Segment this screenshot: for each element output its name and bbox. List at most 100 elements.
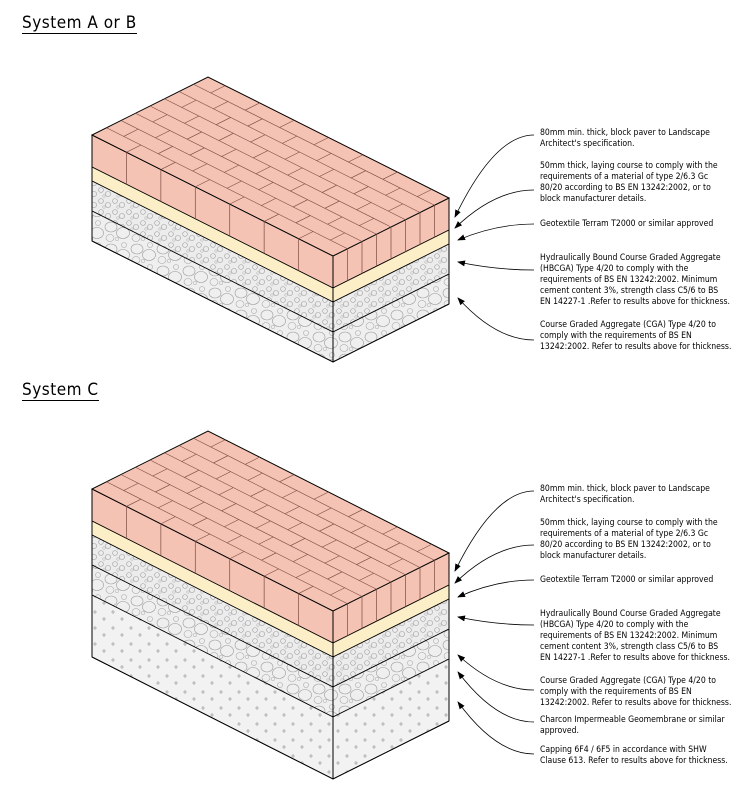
system-c-block-joint-line <box>282 490 297 499</box>
system-c-block-joint-line <box>152 468 168 477</box>
system-ab-block-joint-line <box>258 182 274 190</box>
system-ab-block-joint-line <box>327 216 343 225</box>
system-c-block <box>90 430 451 780</box>
system-c-block-joint-line <box>250 488 266 497</box>
system-ab-block-joint-line <box>319 169 335 177</box>
system-ab-block-joint-line <box>226 180 242 189</box>
system-ab-block-joint-line <box>229 196 245 205</box>
system-ab-block-joint-line <box>192 163 208 172</box>
system-ab-block-joint-line <box>282 135 297 144</box>
system-c-block-joint-line <box>155 484 171 493</box>
system-ab-block-joint-line <box>388 203 403 212</box>
system-ab-block-joint-line <box>322 184 337 193</box>
leader-ab-geotextile <box>457 223 535 241</box>
system-c-block-joint-line <box>184 469 200 478</box>
system-c-block-joint-line <box>253 504 268 513</box>
leader-c-geotextile <box>457 579 535 598</box>
system-c-block-joint-line <box>126 498 142 507</box>
system-c-block-joint-line <box>245 456 260 465</box>
system-c-block-joint-line <box>216 471 231 480</box>
system-ab-block-joint-line <box>284 151 300 160</box>
system-ab-block-joint-line <box>293 199 308 208</box>
system-c-block-joint-line <box>284 506 300 515</box>
note-c-laying-course: 50mm thick, laying course to comply with… <box>540 518 718 561</box>
note-ab-hbcga: Hydraulically Bound Course Graded Aggreg… <box>540 253 730 307</box>
system-ab-block-joint-line <box>224 164 239 173</box>
note-c-hbcga: Hydraulically Bound Course Graded Aggreg… <box>540 609 730 663</box>
system-ab-block-joint-line <box>385 187 401 196</box>
system-c-block-joint-line <box>221 503 237 512</box>
system-ab-block-joint-line <box>181 99 197 108</box>
system-c-block-joint-line <box>330 587 345 596</box>
system-ab-block-joint-line <box>356 202 372 210</box>
system-ab-block-joint-line <box>245 102 260 111</box>
system-ab-block-joint-line <box>316 153 332 161</box>
system-c-block-joint-line <box>382 526 398 535</box>
system-ab-block-joint-line <box>195 179 210 188</box>
system-c-block-joint-line <box>187 485 202 494</box>
system-ab-block-joint-line <box>295 215 311 224</box>
system-ab-block-joint-line <box>218 133 234 141</box>
system-c-block-joint-line <box>313 491 329 500</box>
leader-ab-cga <box>457 297 535 341</box>
system-c-block-joint-line <box>123 482 139 491</box>
system-ab-block-joint-line <box>417 189 432 197</box>
leader-ab-hbcga <box>457 260 535 271</box>
system-c-title: System C <box>22 380 99 401</box>
system-ab-block-joint-line <box>255 166 271 175</box>
system-ab-block-joint-line <box>290 183 306 192</box>
system-c-block-joint-line <box>195 533 210 542</box>
system-ab-block-base-edge <box>91 240 450 363</box>
system-c-block-joint-line <box>247 472 263 481</box>
note-ab-laying-course: 50mm thick, laying course to comply with… <box>540 161 718 204</box>
system-ab-block-joint-line <box>359 218 374 226</box>
system-c-block-joint-line <box>295 570 311 578</box>
system-ab-block-joint-line <box>247 118 263 127</box>
system-ab-block-joint-line <box>330 232 345 241</box>
system-c-block-joint-line <box>192 517 208 526</box>
system-c-block-joint-line <box>226 535 242 544</box>
system-c-block-joint-line <box>359 573 374 581</box>
system-ab-block-joint-line <box>123 128 139 137</box>
system-c-block-joint-line <box>264 568 279 577</box>
leader-c-geomembrane <box>457 671 535 723</box>
system-c-block-joint-line <box>298 586 314 594</box>
system-c-block-joint-line <box>255 520 271 529</box>
system-ab-block-joint-line <box>187 131 202 140</box>
leader-c-capping <box>457 701 535 755</box>
system-ab-block-joint-line <box>213 101 229 110</box>
system-ab-block-joint-line <box>152 114 168 123</box>
system-c-block-joint-line <box>293 554 308 562</box>
system-ab-block-joint-line <box>155 130 171 139</box>
system-c-block-paver-top <box>90 430 451 636</box>
note-c-block-paver: 80mm min. thick, block paver to Landscap… <box>540 484 710 505</box>
system-c-block-joint-line <box>324 555 340 564</box>
note-c-capping: Capping 6F4 / 6F5 in accordance with SHW… <box>540 745 728 766</box>
system-c-block-joint-line <box>210 439 226 448</box>
system-ab-block-joint-line <box>353 186 369 195</box>
system-c-block-joint-line <box>213 455 229 464</box>
system-c-block-joint-line <box>181 453 197 462</box>
system-ab-block-joint-line <box>287 167 303 176</box>
system-ab-block-joint-line <box>261 198 277 206</box>
note-ab-block-paver: 80mm min. thick, block paver to Landscap… <box>540 128 710 149</box>
note-c-cga: Course Graded Aggregate (CGA) Type 4/20 … <box>540 676 732 708</box>
system-ab-block-joint-line <box>351 170 366 179</box>
system-ab-block-joint-line <box>160 162 176 170</box>
system-c-block-joint-line <box>158 500 173 509</box>
system-c-block-joint-line <box>385 542 401 551</box>
system-c-block-joint-line <box>218 487 234 496</box>
system-ab-block-joint-line <box>264 213 279 222</box>
system-c-block-joint-line <box>160 516 176 525</box>
system-c-block-joint-line <box>189 501 205 510</box>
leader-c-cga <box>457 654 535 691</box>
system-ab-block-joint-line <box>382 171 398 180</box>
system-ab-block-joint-line <box>348 154 364 163</box>
system-c-block-joint-line <box>319 523 335 532</box>
system-c-block-joint-line <box>322 539 337 548</box>
note-c-geomembrane: Charcon Impermeable Geomembrane or simil… <box>540 715 725 736</box>
system-c-block-joint-line <box>388 558 403 567</box>
leader-c-laying <box>454 544 535 584</box>
system-c-block-joint-line <box>258 536 274 545</box>
note-c-geotextile: Geotextile Terram T2000 or similar appro… <box>540 575 714 585</box>
